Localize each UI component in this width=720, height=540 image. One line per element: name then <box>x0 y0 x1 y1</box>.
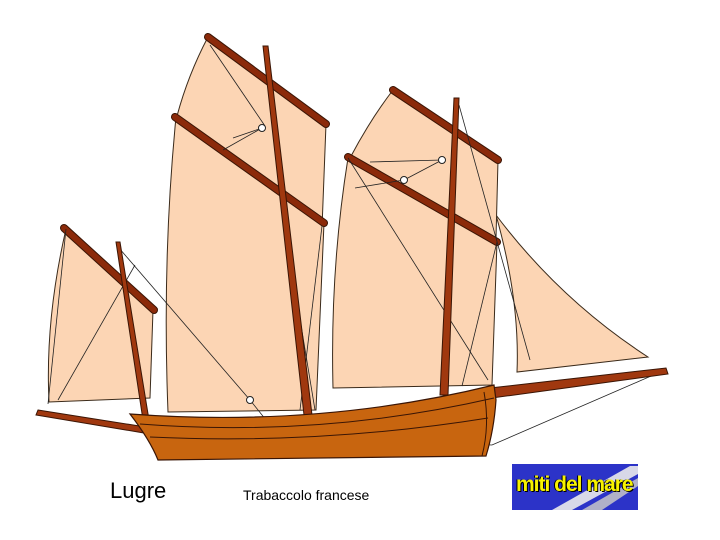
mizzen-boom <box>35 409 153 435</box>
fore-sail <box>332 157 498 389</box>
block-fore-upper <box>438 156 446 164</box>
logo: miti del mare <box>512 464 638 510</box>
page-title: Lugre <box>110 478 167 503</box>
block-mizzen-sheet <box>246 396 254 404</box>
logo-text: miti del mare <box>516 473 634 496</box>
hull <box>128 384 497 461</box>
block-main <box>258 124 266 132</box>
page-subtitle: Trabaccolo francese <box>243 487 370 503</box>
mizzen-sail <box>47 228 154 403</box>
main-sail <box>165 116 325 413</box>
logo-graphic <box>552 466 638 510</box>
jib-sail <box>495 214 650 373</box>
block-fore-lower <box>400 176 408 184</box>
